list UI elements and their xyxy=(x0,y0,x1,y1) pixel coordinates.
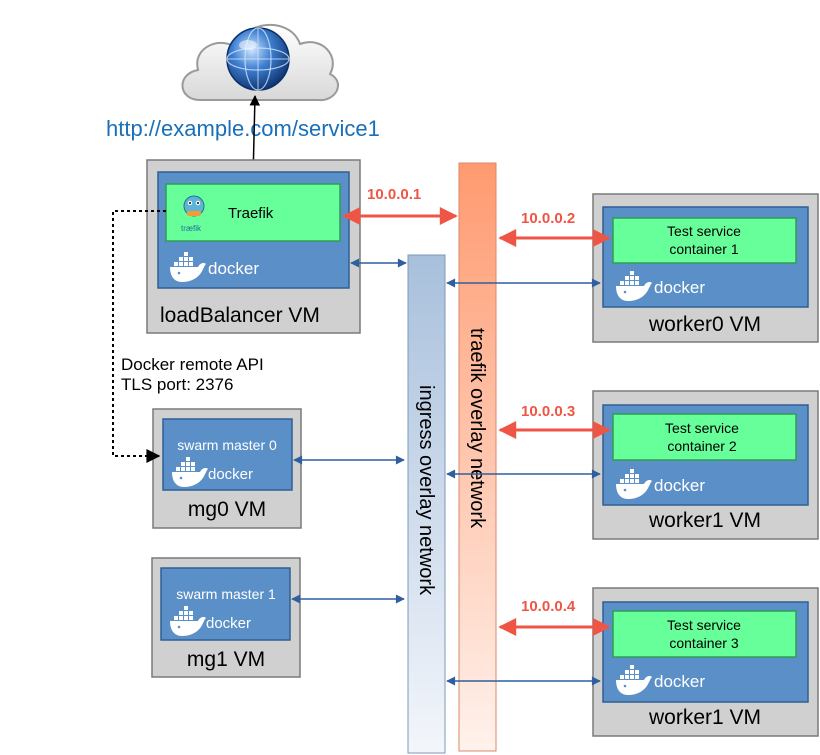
swarm-master-label: swarm master 0 xyxy=(177,437,277,453)
docker-label: docker xyxy=(654,672,705,691)
remote-api-label-line1: Docker remote API xyxy=(121,355,264,374)
remote-api-link xyxy=(112,210,166,463)
service-label-line2: container 1 xyxy=(669,241,738,257)
ingress-overlay-network: ingress overlay network xyxy=(407,254,446,754)
ip-label: 10.0.0.3 xyxy=(521,403,575,420)
mg0-vm: swarm master 0 docker mg0 VM xyxy=(152,408,302,529)
service-label-line1: Test service xyxy=(667,617,741,633)
service-label-line1: Test service xyxy=(667,223,741,239)
test-service-box xyxy=(612,217,797,264)
vm-label: mg1 VM xyxy=(187,648,265,671)
mg1-vm: swarm master 1 docker mg1 VM xyxy=(151,557,301,678)
vm-label: worker1 VM xyxy=(648,706,761,729)
docker-whale-icon: docker xyxy=(170,252,259,282)
vm-label: mg0 VM xyxy=(188,498,266,521)
traefik-logo-text: træfik xyxy=(181,224,202,233)
worker-vm-3: Test service container 3 docker worker1 … xyxy=(592,587,819,737)
service-label-line2: container 3 xyxy=(669,635,738,651)
traefik-network-label: traefik overlay network xyxy=(466,328,488,529)
traefik-label: Traefik xyxy=(228,205,274,222)
docker-label: docker xyxy=(206,615,251,632)
traefik-overlay-network: traefik overlay network xyxy=(458,162,497,752)
traefik-gopher-icon: træfik xyxy=(181,195,205,233)
docker-whale-icon: docker xyxy=(170,606,251,636)
worker-vm-2: Test service container 2 docker worker1 … xyxy=(592,390,819,540)
worker-vm-1: Test service container 1 docker worker0 … xyxy=(592,193,819,343)
docker-whale-icon: docker xyxy=(616,665,705,695)
vm-label: loadBalancer VM xyxy=(160,304,320,327)
test-service-box xyxy=(612,413,797,461)
ip-label: 10.0.0.1 xyxy=(367,186,421,203)
test-service-box xyxy=(612,610,797,658)
ip-label: 10.0.0.2 xyxy=(521,210,575,227)
globe-icon xyxy=(226,27,290,91)
docker-whale-icon: docker xyxy=(172,457,253,487)
ip-label: 10.0.0.4 xyxy=(521,598,576,615)
service-label-line1: Test service xyxy=(665,420,739,436)
ingress-network-label: ingress overlay network xyxy=(415,385,437,596)
service-label-line2: container 2 xyxy=(667,438,736,454)
vm-label: worker0 VM xyxy=(648,313,761,336)
docker-whale-icon: docker xyxy=(616,271,705,301)
url-label[interactable]: http://example.com/service1 xyxy=(106,116,380,141)
docker-label: docker xyxy=(208,466,253,483)
docker-label: docker xyxy=(654,278,705,297)
vm-label: worker1 VM xyxy=(648,509,761,532)
docker-whale-icon: docker xyxy=(616,469,705,499)
loadbalancer-vm: træfik Traefik docker loadBalancer VM xyxy=(146,159,361,334)
docker-label: docker xyxy=(654,476,705,495)
swarm-master-label: swarm master 1 xyxy=(176,586,276,602)
remote-api-label-line2: TLS port: 2376 xyxy=(121,375,233,394)
docker-label: docker xyxy=(208,259,259,278)
